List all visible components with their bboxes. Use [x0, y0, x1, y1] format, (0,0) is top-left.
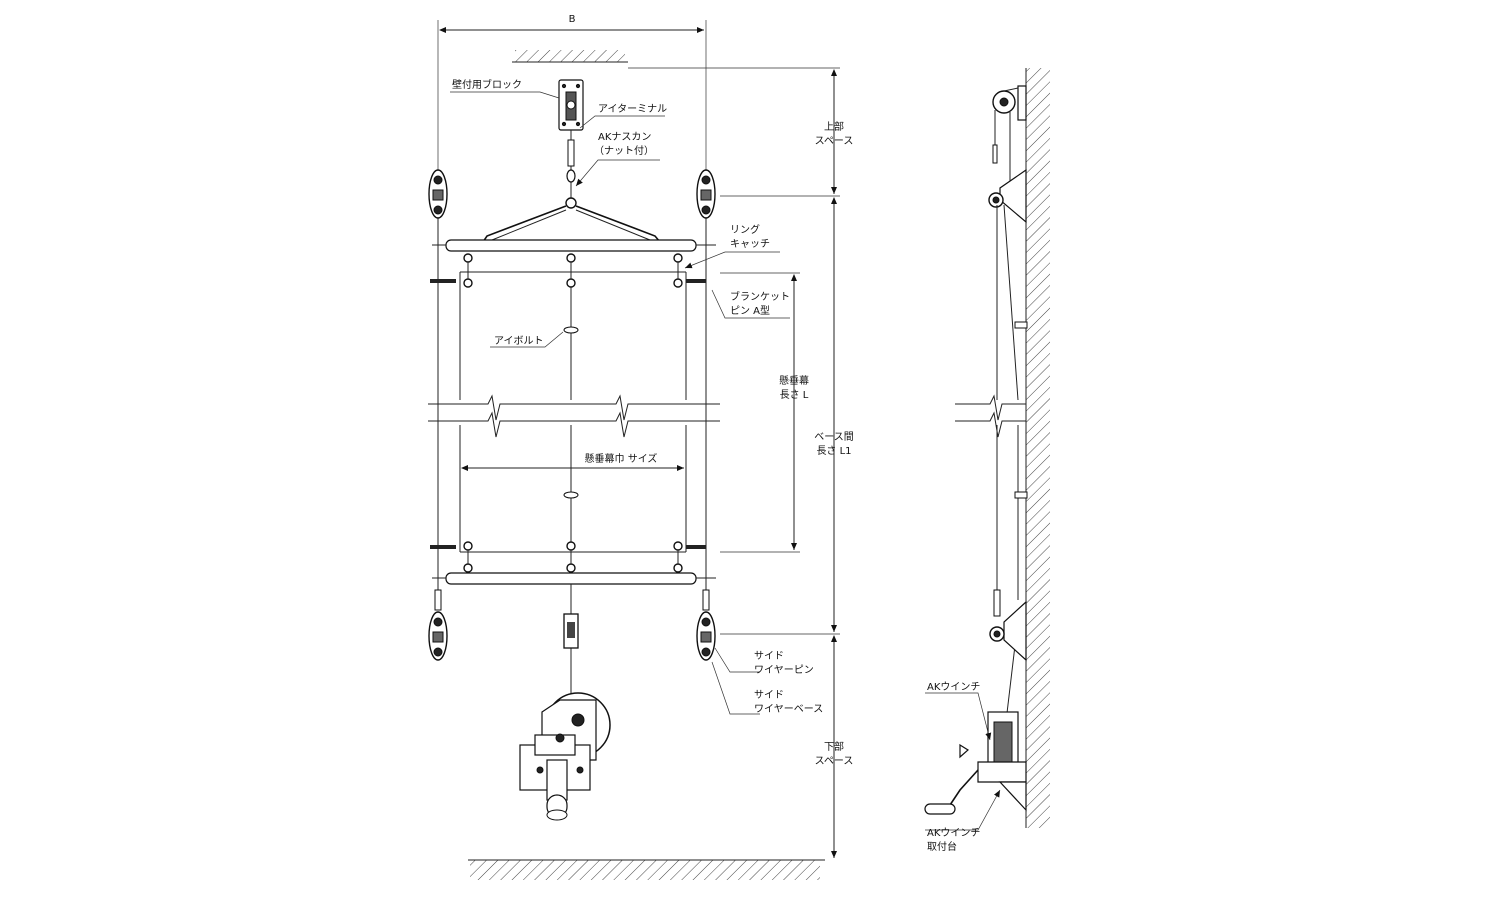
vertical-dimensions [628, 67, 840, 858]
top-bar [445, 239, 697, 252]
with-nut-label: （ナット付） [594, 144, 654, 157]
wall-block-label: 壁付用ブロック [452, 78, 522, 91]
bottom-space-label-2: スペース [815, 756, 854, 767]
side-pulley-block [992, 85, 1027, 200]
eyebolt-upper [563, 326, 579, 334]
pin-a-label: ピン A型 [730, 304, 770, 317]
width-b-label: B [569, 14, 576, 25]
side-wire-base-top-left [428, 169, 448, 219]
banner-outline [459, 260, 687, 570]
side-wire-base-top-right [696, 169, 716, 219]
winch-front [519, 692, 611, 821]
side-wire-base-bottom-right [696, 589, 716, 661]
base-length-label-1: ベース間 [814, 431, 854, 443]
floor-hatch [468, 859, 825, 880]
top-space-label-1: 上部 [824, 120, 844, 133]
side-pin-label-2: ワイヤーピン [754, 664, 814, 676]
leader-lines [450, 91, 790, 715]
eye-terminal-label: アイターミナル [598, 103, 667, 115]
wall-block [558, 79, 584, 131]
side-upper-base [988, 168, 1027, 224]
side-lower-base [989, 589, 1027, 662]
break-band [428, 394, 720, 438]
wall-side [1025, 68, 1050, 828]
winch-mount-label-2: 取付台 [927, 840, 957, 853]
side-leaders [925, 692, 1001, 831]
ak-winch-label: AKウインチ [927, 681, 980, 693]
catch-label: キャッチ [730, 238, 770, 250]
bottom-space-label-1: 下部 [824, 740, 844, 753]
winch-mount-label-1: AKウインチ [927, 827, 980, 839]
hanger-bracket [482, 197, 661, 243]
eyebolt-lower [563, 491, 579, 499]
top-ring-row [430, 253, 706, 288]
side-break-band [955, 394, 1026, 438]
bottom-ring-row [430, 541, 706, 573]
side-base-label-1: サイド [754, 689, 784, 701]
eyebolt-label: アイボルト [494, 335, 544, 347]
side-pin-label-1: サイド [754, 650, 784, 662]
blanket-label: ブランケット [730, 290, 790, 303]
ring-label: リング [730, 223, 760, 236]
banner-width-label: 懸垂幕巾 サイズ [585, 452, 658, 465]
wire-clamp [563, 613, 579, 649]
top-space-label-2: スペース [815, 136, 854, 147]
side-base-label-2: ワイヤーベース [754, 703, 823, 715]
ceiling-hatch [512, 50, 628, 63]
side-wire-base-bottom-left [428, 589, 448, 661]
side-winch [924, 711, 1027, 815]
bottom-bar [445, 572, 697, 585]
eye-terminal [566, 139, 576, 183]
width-dimension [437, 20, 707, 170]
banner-length-label-1: 懸垂幕 [779, 374, 809, 387]
banner-length-label-2: 長さ L [780, 389, 809, 401]
base-length-label-2: 長さ L1 [816, 445, 851, 457]
ak-nasukan-label: AKナスカン [598, 131, 651, 143]
